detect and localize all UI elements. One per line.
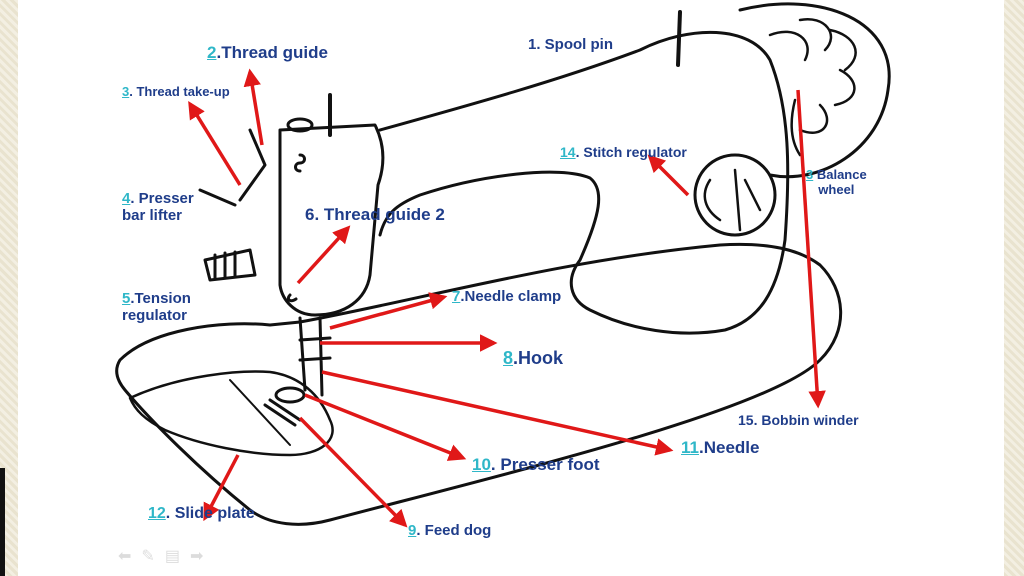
arrow-presser-foot	[304, 393, 467, 461]
label-presser-foot: 10. Presser foot	[472, 455, 600, 474]
arrow-right-icon[interactable]: ➡	[189, 548, 204, 565]
slide-border-right	[1004, 0, 1024, 576]
arrow-thread-take-up	[188, 101, 242, 186]
arrow-needle	[321, 370, 674, 456]
arrow-left-icon[interactable]: ⬅	[118, 548, 132, 565]
label-bobbin-winder: 15. Bobbin winder	[738, 412, 859, 428]
label-spool-pin: 1. Spool pin	[528, 36, 613, 53]
arrow-slide-plate	[203, 454, 240, 522]
arrow-thread-guide	[243, 68, 264, 146]
arrow-bobbin-winder	[796, 89, 826, 409]
label-stitch-regulator: 14. Stitch regulator	[560, 144, 687, 160]
arrow-thread-guide-2	[296, 225, 351, 285]
label-slide-plate: 12. Slide plate	[148, 505, 255, 522]
slide-canvas	[18, 0, 1004, 576]
slide-border-left	[0, 0, 18, 576]
label-hook: 8.Hook	[503, 348, 564, 368]
label-thread-guide: 2.Thread guide	[207, 43, 328, 62]
arrow-needle-clamp	[329, 292, 448, 330]
sewing-machine-sketch	[115, 2, 891, 526]
slideshow-toolbar: ⬅ ✎ ▤ ➡	[118, 546, 203, 566]
pointer-arrows	[188, 68, 826, 528]
label-needle-clamp: 7.Needle clamp	[452, 288, 562, 305]
window-edge	[0, 468, 5, 576]
slides-icon[interactable]: ▤	[164, 548, 180, 565]
arrow-feed-dog	[298, 416, 408, 528]
arrow-stitch-regulator	[647, 154, 690, 197]
label-feed-dog: 9. Feed dog	[408, 522, 492, 539]
label-thread-guide-2: 6. Thread guide 2	[305, 205, 445, 224]
pen-icon[interactable]: ✎	[141, 548, 155, 565]
label-thread-take-up: 3. Thread take-up	[122, 84, 230, 99]
label-needle: 11.Needle	[681, 438, 760, 457]
